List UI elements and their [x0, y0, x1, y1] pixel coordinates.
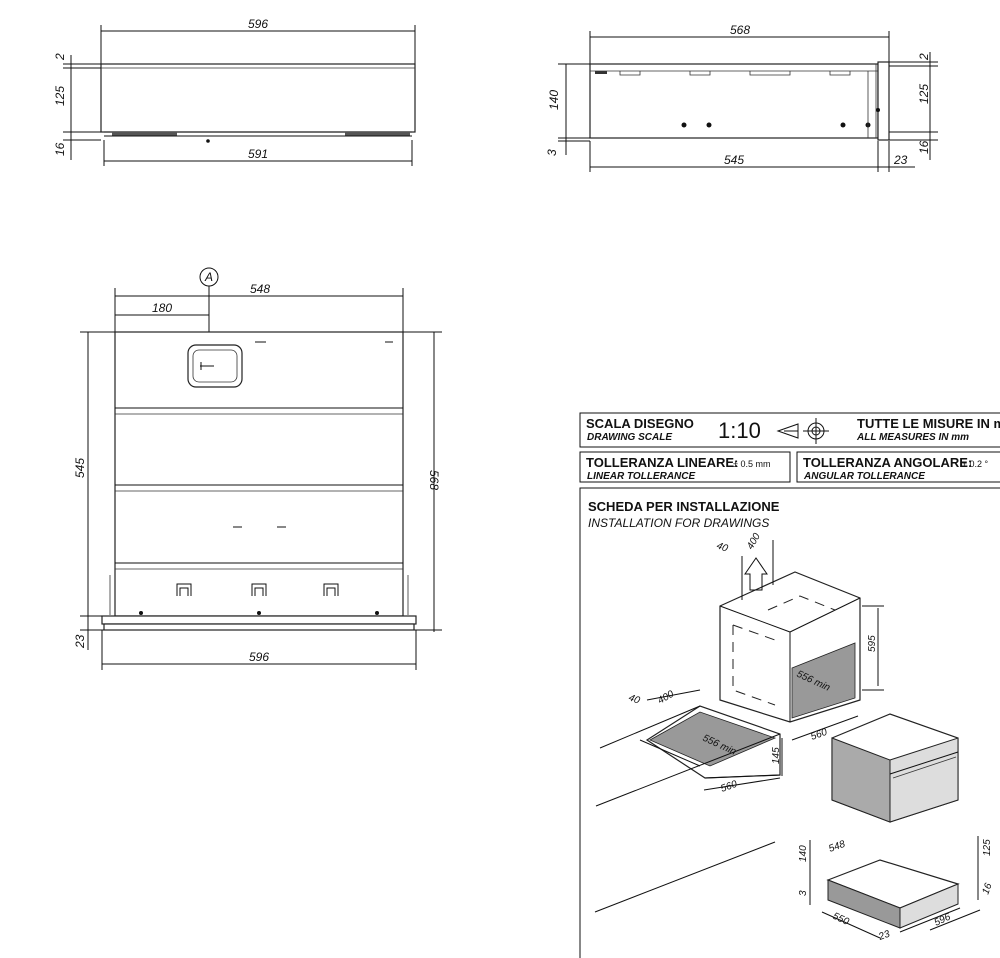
- scale-value: 1:10: [718, 418, 761, 443]
- linear-tol-label: TOLLERANZA LINEARE:: [586, 455, 738, 470]
- top-width-548-label: 548: [250, 282, 270, 296]
- install-diagram: 40 400 595 556 min 560 40 400 556 min 14…: [594, 531, 995, 944]
- top-depth-568-label: 568: [427, 470, 441, 490]
- iso-left-40: 40: [627, 692, 642, 706]
- scale-label: SCALA DISEGNO: [586, 416, 694, 431]
- side-view: 568 140 3 2 125 16 545: [545, 23, 938, 172]
- title-block: SCALA DISEGNO DRAWING SCALE 1:10 TUTTE L…: [579, 412, 1000, 958]
- iso-16: 16: [980, 881, 994, 896]
- measures-label-en: ALL MEASURES IN mm: [856, 432, 969, 443]
- top-offset-180-label: 180: [152, 301, 172, 315]
- iso-560-lower: 560: [719, 779, 739, 795]
- front-h2-label: 2: [53, 53, 67, 61]
- side-width-top-label: 568: [730, 23, 750, 37]
- side-d23-label: 23: [893, 153, 908, 167]
- iso-top-40: 40: [715, 540, 730, 554]
- top-d23-label: 23: [73, 634, 87, 649]
- scale-label-en: DRAWING SCALE: [587, 432, 672, 443]
- front-h16-label: 16: [53, 142, 67, 156]
- iso-3: 3: [798, 890, 809, 896]
- measures-label: TUTTE LE MISURE IN mm: [857, 416, 1000, 431]
- side-width-bottom-label: 545: [724, 153, 744, 167]
- projection-symbol-icon: [776, 418, 829, 444]
- linear-tol-en: LINEAR TOLLERANCE: [587, 471, 695, 482]
- iso-23: 23: [876, 929, 892, 944]
- side-h16-label: 16: [917, 140, 931, 154]
- iso-560-upper: 560: [809, 727, 829, 743]
- top-width-596-label: 596: [249, 650, 269, 664]
- front-view: 596 2 125 16 591: [53, 17, 416, 166]
- iso-596: 596: [933, 912, 953, 929]
- top-view: A 548 180: [73, 267, 442, 670]
- callout-a-label: A: [204, 270, 213, 284]
- iso-top-400: 400: [745, 531, 763, 551]
- iso-145: 145: [771, 747, 782, 764]
- iso-548: 548: [827, 839, 847, 855]
- sheet-subtitle: INSTALLATION FOR DRAWINGS: [588, 516, 769, 530]
- iso-140: 140: [798, 845, 809, 862]
- iso-550: 550: [831, 911, 851, 928]
- angular-tol-en: ANGULAR TOLLERANCE: [803, 471, 925, 482]
- iso-125: 125: [982, 839, 993, 856]
- top-depth-545-label: 545: [73, 458, 87, 478]
- iso-595: 595: [867, 635, 878, 652]
- front-width-top-label: 596: [248, 17, 268, 31]
- side-h140-label: 140: [547, 90, 561, 110]
- sheet-title: SCHEDA PER INSTALLAZIONE: [588, 499, 780, 514]
- side-h125-label: 125: [917, 84, 931, 104]
- angular-tol-label: TOLLERANZA ANGOLARE:: [803, 455, 972, 470]
- iso-left-400: 400: [656, 689, 676, 707]
- front-h125-label: 125: [53, 86, 67, 106]
- side-h2-label: 2: [917, 53, 931, 61]
- front-width-bottom-label: 591: [248, 147, 268, 161]
- side-h3-label: 3: [545, 149, 559, 156]
- angular-tol-value: ± 0.2 °: [962, 459, 988, 469]
- linear-tol-value: ± 0.5 mm: [733, 459, 770, 469]
